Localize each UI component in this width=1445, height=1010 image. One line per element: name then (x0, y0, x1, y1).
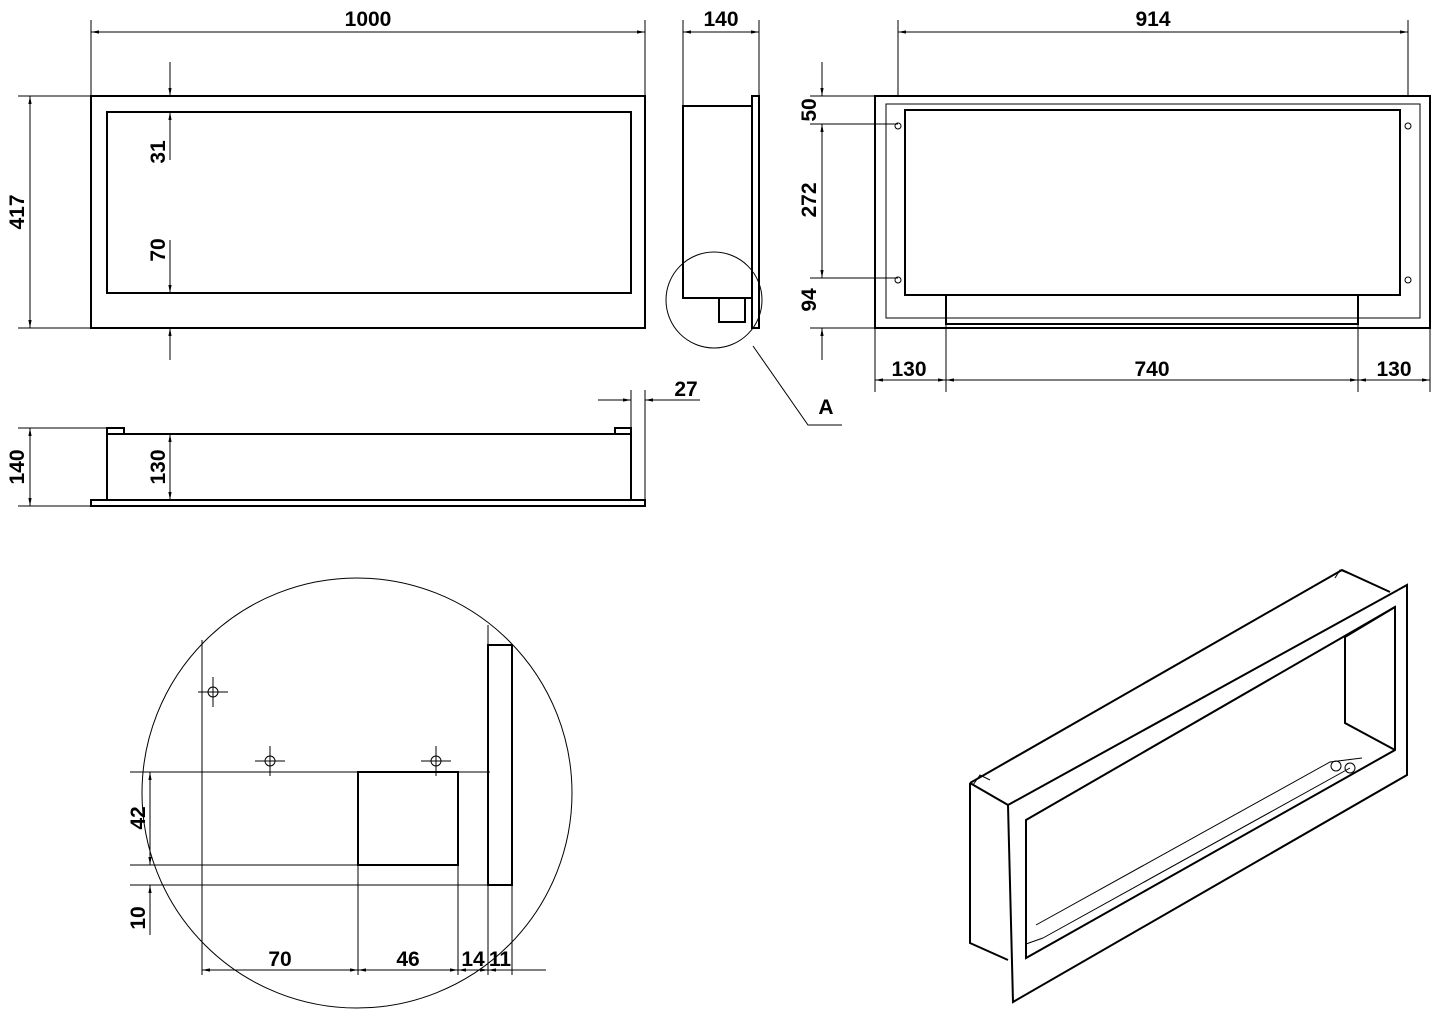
dim-14: 14 (461, 948, 485, 971)
keyhole-icon (894, 122, 1412, 284)
dim-42: 42 (127, 806, 150, 829)
dim-10: 10 (127, 906, 150, 929)
dim-130-right: 130 (1376, 358, 1411, 381)
detail-a-view: 42 10 70 46 14 11 (127, 577, 573, 1009)
dim-130-left: 130 (891, 358, 926, 381)
front-view: 1000 417 31 70 (6, 8, 646, 360)
dim-70-detail: 70 (268, 948, 291, 971)
dim-11: 11 (489, 948, 512, 971)
back-view: 914 50 272 94 130 740 130 (798, 8, 1431, 392)
dim-50: 50 (798, 98, 821, 121)
dim-272: 272 (798, 182, 821, 217)
dim-height-417: 417 (6, 194, 29, 229)
isometric-view (969, 568, 1408, 1004)
dim-914: 914 (1135, 8, 1170, 31)
screw-hole-icon (198, 677, 451, 776)
dim-depth-140: 140 (703, 8, 738, 31)
dim-31: 31 (147, 140, 170, 164)
dim-130-inner: 130 (147, 449, 170, 484)
detail-label-a: A (818, 396, 833, 419)
dim-46: 46 (396, 948, 419, 971)
side-view: 140 A (665, 8, 842, 426)
dim-70: 70 (147, 238, 170, 261)
bottom-view: 140 130 27 (6, 378, 700, 507)
dim-27: 27 (674, 378, 697, 401)
dim-740: 740 (1134, 358, 1169, 381)
dim-94: 94 (798, 288, 821, 312)
dim-width-1000: 1000 (345, 8, 392, 31)
dim-140-height: 140 (6, 449, 29, 484)
